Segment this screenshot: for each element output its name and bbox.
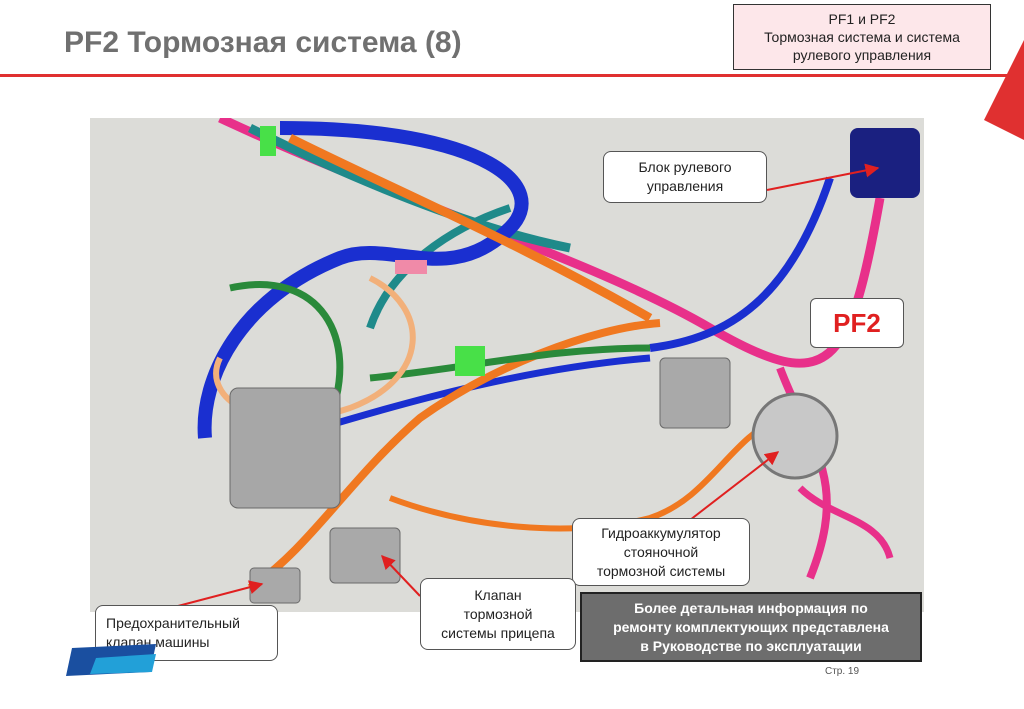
steering-valve-block (659, 357, 731, 429)
info-line: Более детальная информация по (634, 599, 868, 616)
green-hose (369, 344, 651, 382)
header-line: PF1 и PF2 (828, 11, 896, 27)
callout-steering-unit: Блок рулевого управления (603, 151, 767, 203)
green-clamp (455, 346, 485, 376)
header-divider (0, 74, 1024, 77)
section-header-box: PF1 и PF2 Тормозная система и система ру… (733, 4, 991, 70)
page-title: PF2 Тормозная система (8) (64, 26, 462, 59)
pink-clamp (395, 260, 427, 274)
green-clamp (260, 126, 276, 156)
orange-hose (287, 133, 653, 322)
hydraulic-diagram-image (90, 118, 924, 612)
blue-hose (649, 176, 834, 352)
safety-valve-block (249, 567, 301, 604)
corner-accent (984, 40, 1024, 140)
trailer-valve-block (329, 527, 401, 584)
callout-line: Клапан (474, 586, 522, 603)
callout-line: системы прицепа (441, 624, 555, 641)
accumulator (751, 392, 839, 480)
hose-illustration (90, 118, 924, 612)
steering-unit (850, 128, 920, 198)
callout-line: тормозной (463, 605, 533, 622)
callout-accumulator: Гидроаккумулятор стояночной тормозной си… (572, 518, 750, 586)
callout-line: тормозной системы (596, 562, 726, 579)
light-orange-hose (213, 275, 416, 422)
callout-line: Предохранительный (106, 615, 240, 631)
pump-block (229, 387, 341, 509)
orange-hose (247, 319, 661, 592)
page-number: Стр. 19 (825, 666, 860, 677)
callout-trailer-valve: Клапан тормозной системы прицепа (420, 578, 576, 650)
callout-line: стояночной (623, 543, 699, 560)
header-line: Тормозная система и система (764, 29, 960, 45)
callout-line: Блок рулевого (638, 159, 732, 175)
green-hose (229, 281, 344, 420)
callout-line: Гидроаккумулятор (601, 524, 721, 541)
info-box: Более детальная информация по ремонту ко… (580, 592, 922, 662)
info-line: в Руководстве по эксплуатации (640, 637, 862, 654)
pink-hose (797, 485, 894, 560)
blue-hose (197, 121, 529, 439)
callout-line: управления (646, 178, 724, 194)
brand-logo (66, 644, 156, 676)
header-line: рулевого управления (792, 47, 932, 63)
info-line: ремонту комплектующих представлена (613, 618, 889, 635)
pf2-label: PF2 (810, 298, 904, 348)
